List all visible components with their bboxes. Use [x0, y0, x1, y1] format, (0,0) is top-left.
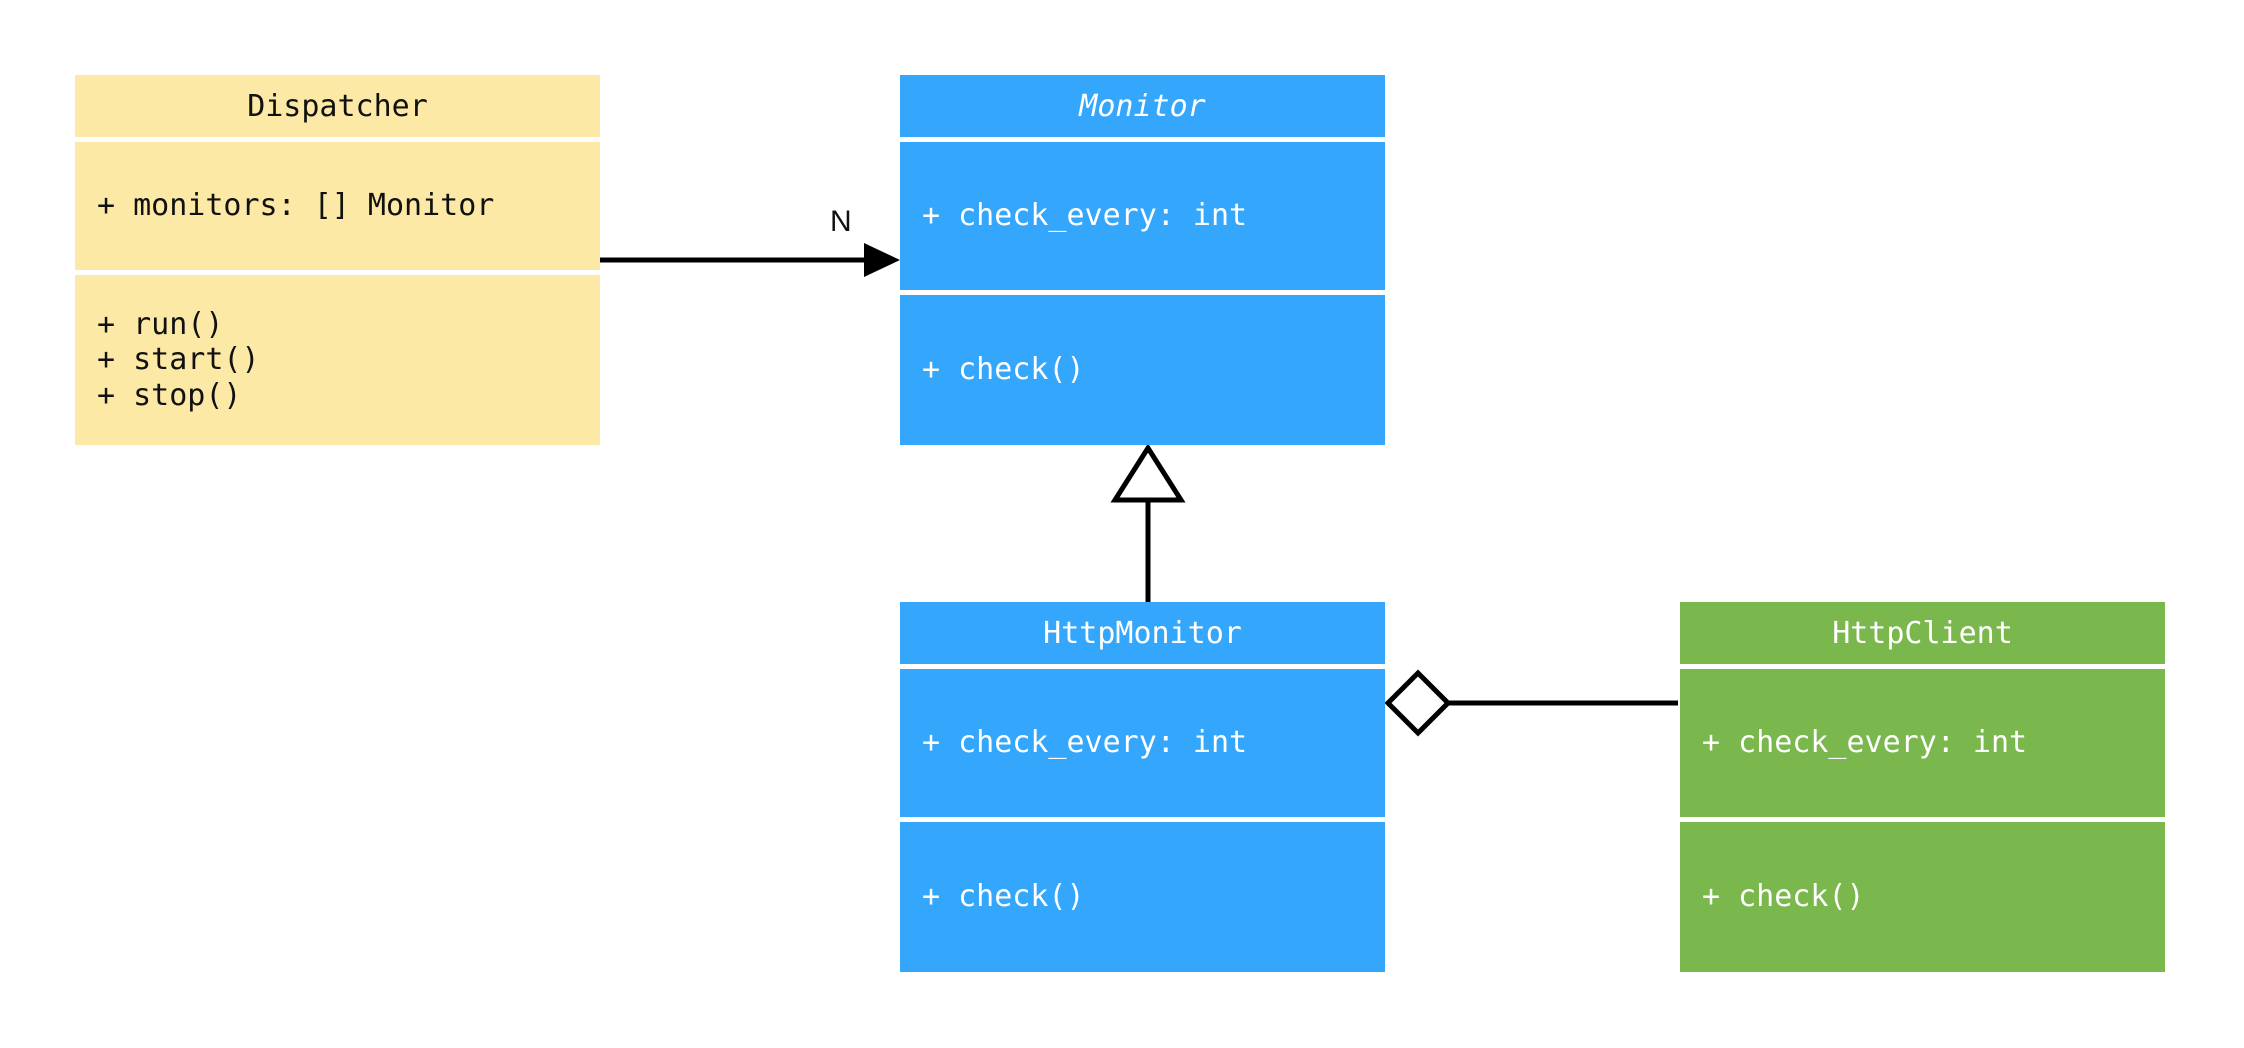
operations-compartment-dispatcher: + run() + start() + stop() — [75, 275, 600, 445]
attributes-compartment-dispatcher: + monitors: [] Monitor — [75, 142, 600, 270]
attribute-item: + check_every: int — [922, 725, 1248, 761]
class-name-http-monitor: HttpMonitor — [1043, 615, 1242, 651]
filled-arrow-icon — [864, 243, 900, 277]
operation-item: + start() — [97, 342, 260, 378]
class-box-http-monitor[interactable]: HttpMonitor + check_every: int + check() — [900, 602, 1385, 972]
class-box-monitor[interactable]: Monitor + check_every: int + check() — [900, 75, 1385, 445]
class-box-http-client[interactable]: HttpClient + check_every: int + check() — [1680, 602, 2165, 972]
class-name-http-client: HttpClient — [1832, 615, 2013, 651]
class-header-dispatcher: Dispatcher — [75, 75, 600, 137]
attribute-list: + monitors: [] Monitor — [75, 188, 600, 223]
operation-item: + check() — [922, 879, 1085, 915]
attributes-compartment-http-client: + check_every: int — [1680, 669, 2165, 817]
operation-item: + check() — [922, 352, 1085, 388]
operation-item: + check() — [1702, 879, 1865, 915]
operation-item: + run() — [97, 306, 224, 342]
hollow-triangle-icon — [1110, 443, 1186, 503]
class-name-monitor: Monitor — [1079, 88, 1206, 124]
operations-compartment-http-monitor: + check() — [900, 822, 1385, 972]
attributes-compartment-monitor: + check_every: int — [900, 142, 1385, 290]
edge-httpmonitor-to-httpclient — [1384, 669, 1678, 737]
operation-list: + run() + start() + stop() — [75, 307, 600, 413]
class-header-http-monitor: HttpMonitor — [900, 602, 1385, 664]
hollow-diamond-icon — [1384, 669, 1452, 737]
attribute-list: + check_every: int — [1680, 725, 2165, 760]
operations-compartment-monitor: + check() — [900, 295, 1385, 445]
operation-list: + check() — [900, 879, 1385, 914]
edge-dispatcher-to-monitor — [600, 243, 900, 277]
attributes-compartment-http-monitor: + check_every: int — [900, 669, 1385, 817]
operation-item: + stop() — [97, 377, 242, 413]
attribute-list: + check_every: int — [900, 725, 1385, 760]
association-multiplicity-label: N — [830, 205, 852, 238]
class-header-monitor: Monitor — [900, 75, 1385, 137]
class-header-http-client: HttpClient — [1680, 602, 2165, 664]
edge-httpmonitor-to-monitor — [1110, 443, 1186, 602]
operation-list: + check() — [1680, 879, 2165, 914]
operations-compartment-http-client: + check() — [1680, 822, 2165, 972]
attribute-item: + check_every: int — [922, 198, 1248, 234]
operation-list: + check() — [900, 352, 1385, 387]
attribute-list: + check_every: int — [900, 198, 1385, 233]
class-box-dispatcher[interactable]: Dispatcher + monitors: [] Monitor + run(… — [75, 75, 600, 445]
attribute-item: + monitors: [] Monitor — [97, 188, 495, 224]
attribute-item: + check_every: int — [1702, 725, 2028, 761]
class-name-dispatcher: Dispatcher — [247, 88, 428, 124]
